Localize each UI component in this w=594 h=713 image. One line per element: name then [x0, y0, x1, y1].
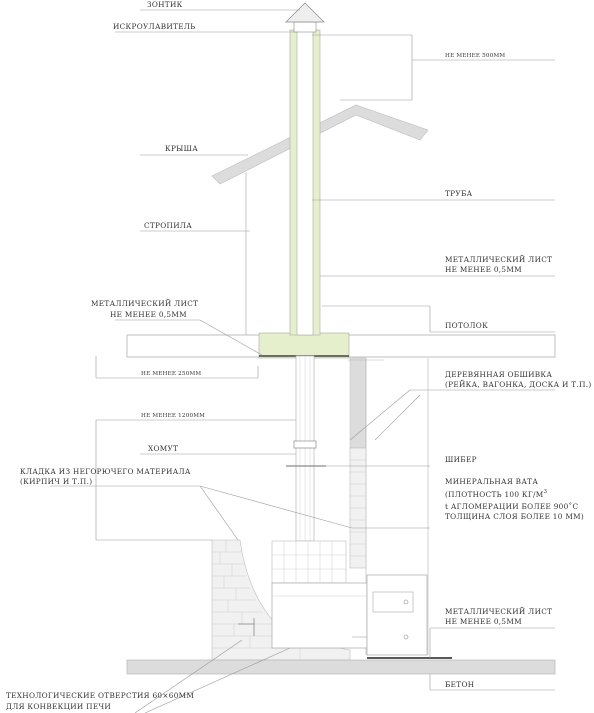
label-metal-sheet-left-thickness: НЕ МЕНЕЕ 0,5ММ	[110, 310, 187, 319]
concrete-floor	[126, 657, 556, 675]
leader-lines	[50, 9, 555, 713]
label-metal-sheet-top-thickness: НЕ МЕНЕЕ 0,5ММ	[445, 265, 522, 274]
label-min-1200: НЕ МЕНЕЕ 1200ММ	[141, 413, 205, 419]
label-spark-arrester: ИСКРОУЛАВИТЕЛЬ	[113, 22, 196, 31]
label-masonry-examples: (КИРПИЧ И Т.П.)	[20, 477, 92, 486]
label-wood-cladding: ДЕРЕВЯННАЯ ОБШИВКА	[445, 370, 552, 379]
ceiling-slab	[126, 332, 556, 359]
label-tech-holes: ТЕХНОЛОГИЧЕСКИЕ ОТВЕРСТИЯ 60×60ММ	[6, 691, 194, 700]
chimney-pipe	[285, 2, 326, 542]
label-umbrella: ЗОНТИК	[147, 0, 183, 9]
label-min-250: НЕ МЕНЕЕ 250ММ	[141, 371, 201, 377]
label-masonry: КЛАДКА ИЗ НЕГОРЮЧЕГО МАТЕРИАЛА	[20, 467, 191, 476]
label-mineral-wool-thickness: ТОЛЩИНА СЛОЯ БОЛЕЕ 10 ММ)	[445, 512, 584, 521]
label-concrete: БЕТОН	[445, 680, 474, 689]
labels: ЗОНТИК ИСКРОУЛАВИТЕЛЬ НЕ МЕНЕЕ 500ММ КРЫ…	[6, 0, 592, 711]
label-metal-sheet-left: МЕТАЛЛИЧЕСКИЙ ЛИСТ	[91, 299, 198, 308]
label-metal-sheet-top: МЕТАЛЛИЧЕСКИЙ ЛИСТ	[445, 255, 552, 264]
label-pipe: ТРУБА	[445, 189, 473, 198]
label-damper: ШИБЕР	[445, 455, 477, 464]
label-mineral-wool-density: (ПЛОТНОСТЬ 100 КГ/М3	[445, 489, 548, 499]
label-metal-sheet-bottom: МЕТАЛЛИЧЕСКИЙ ЛИСТ	[445, 607, 552, 616]
label-metal-sheet-bottom-thickness: НЕ МЕНЕЕ 0,5ММ	[445, 617, 522, 626]
label-roof: КРЫША	[165, 144, 198, 153]
label-clamp: ХОМУТ	[148, 444, 178, 453]
roof	[211, 104, 429, 340]
label-min-500: НЕ МЕНЕЕ 500ММ	[445, 53, 505, 59]
label-wood-cladding-examples: (РЕЙКА, ВАГОНКА, ДОСКА И Т.П.)	[445, 380, 592, 389]
stove	[238, 574, 428, 656]
label-tech-holes-purpose: ДЛЯ КОНВЕКЦИИ ПЕЧИ	[6, 702, 111, 711]
label-rafters: СТРОПИЛА	[144, 221, 192, 230]
label-mineral-wool-temperature: t АГЛОМЕРАЦИИ БОЛЕЕ 900˚С	[445, 502, 579, 511]
label-mineral-wool: МИНЕРАЛЬНАЯ ВАТА	[445, 477, 538, 486]
label-ceiling: ПОТОЛОК	[445, 321, 488, 330]
